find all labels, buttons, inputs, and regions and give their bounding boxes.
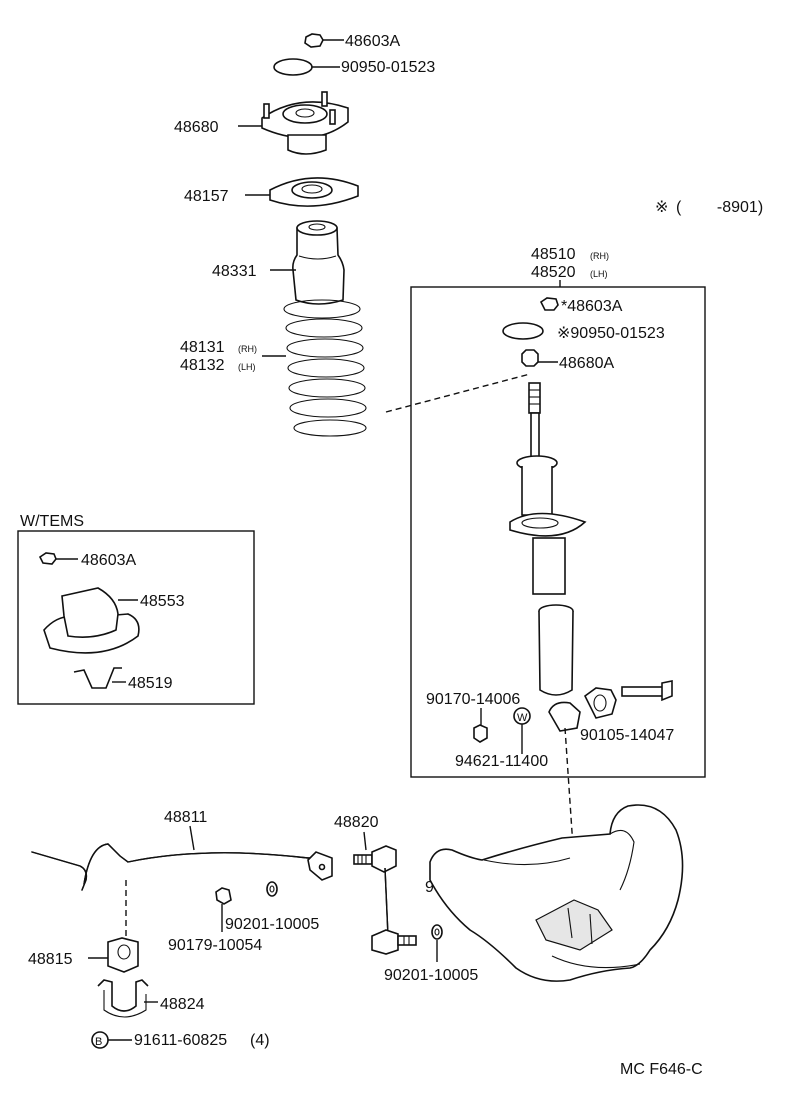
bushing-48815 xyxy=(88,937,139,973)
nut-48603a-box xyxy=(539,297,559,311)
bolt-90105-14047 xyxy=(621,680,673,702)
label-94621: 94621-11400 xyxy=(455,753,548,770)
label-48331: 48331 xyxy=(212,263,257,280)
nut-90170 xyxy=(473,724,488,743)
bushing-48680a xyxy=(521,349,558,367)
label-48680a: 48680A xyxy=(559,355,614,372)
tems-box xyxy=(17,530,255,705)
bushing-90105 xyxy=(583,687,617,719)
label-48510: 48510 xyxy=(531,246,576,263)
label-48603a-tems: 48603A xyxy=(81,552,136,569)
stabilizer-bar-48811 xyxy=(31,843,333,891)
label-90201-left: 90201-10005 xyxy=(225,916,319,933)
shock-absorber xyxy=(509,382,587,696)
label-48131-side: (RH) xyxy=(238,344,257,354)
b-mark-text: B xyxy=(95,1036,102,1048)
washer-90950-box xyxy=(502,322,544,340)
label-48680: 48680 xyxy=(174,119,219,136)
nut-48603a-tems xyxy=(38,552,57,565)
washer-90201-right-hole xyxy=(434,928,440,936)
label-90179-left: 90179-10054 xyxy=(168,937,262,954)
diagram-code: MC F646-C xyxy=(620,1061,703,1078)
coil-spring-48131 xyxy=(262,299,367,437)
label-48603a-top: 48603A xyxy=(345,33,400,50)
w-mark-text: W xyxy=(517,712,528,724)
label-90170: 90170-14006 xyxy=(426,691,520,708)
washer-90201-left xyxy=(266,881,278,897)
shock-absorber-box xyxy=(410,286,706,778)
washer-90950-top xyxy=(273,58,340,76)
label-48824: 48824 xyxy=(160,996,205,1013)
label-91611: 91611-60825 xyxy=(134,1032,227,1049)
label-48811: 48811 xyxy=(164,809,207,826)
label-91611-qty: (4) xyxy=(250,1032,270,1049)
leader-48820 xyxy=(363,831,367,851)
actuator-48553 xyxy=(43,587,140,654)
bracket-48824 xyxy=(97,979,158,1018)
label-48820: 48820 xyxy=(334,814,379,831)
tems-title: W/TEMS xyxy=(20,513,84,530)
label-90105: 90105-14047 xyxy=(580,727,674,744)
upper-support-48680 xyxy=(238,91,349,155)
label-90201-right: 90201-10005 xyxy=(384,967,478,984)
label-48519: 48519 xyxy=(128,675,173,692)
label-48603a-box: *48603A xyxy=(561,298,623,315)
washer-90201-right xyxy=(431,924,443,940)
label-48520-side: (LH) xyxy=(590,269,608,279)
label-90950-top: 90950-01523 xyxy=(341,59,435,76)
note-symbol: ※ xyxy=(655,199,668,216)
label-48157: 48157 xyxy=(184,188,229,205)
label-90950-box: ※90950-01523 xyxy=(557,325,665,342)
bushing-94621 xyxy=(548,701,581,732)
label-48815: 48815 xyxy=(28,951,73,968)
note-text: ( -8901) xyxy=(676,199,763,216)
spring-seat-48157 xyxy=(245,177,359,207)
bracket-48519 xyxy=(73,667,126,689)
bump-stopper-48331 xyxy=(270,220,345,305)
lower-suspension-arm xyxy=(429,804,684,982)
label-48553: 48553 xyxy=(140,593,185,610)
nut-48603a-top xyxy=(304,33,344,48)
washer-90201-left-hole xyxy=(269,885,275,893)
dashed-link-spring xyxy=(385,373,531,413)
label-48510-side: (RH) xyxy=(590,251,609,261)
label-48520: 48520 xyxy=(531,264,576,281)
nut-90179-left xyxy=(215,887,232,905)
label-48132: 48132 xyxy=(180,357,225,374)
label-48131: 48131 xyxy=(180,339,225,356)
stabilizer-link-48820 xyxy=(353,845,417,955)
label-48132-side: (LH) xyxy=(238,362,256,372)
leader-48811 xyxy=(189,825,195,851)
